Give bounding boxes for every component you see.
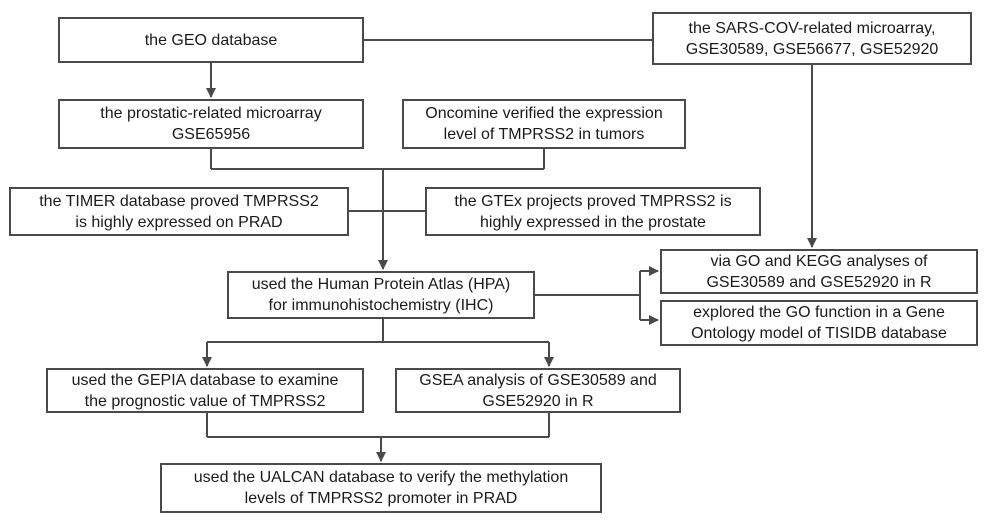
box-gtex-projects: the GTEx projects proved TMPRSS2 is high… [425, 187, 761, 236]
box-oncomine-line2: level of TMPRSS2 in tumors [443, 126, 645, 143]
box-hpa-line2: for immunohistochemistry (IHC) [268, 297, 494, 314]
box-prostatic-microarray: the prostatic-related microarray GSE6595… [58, 99, 364, 149]
box-tisidb-line2: Ontology model of TISIDB database [691, 325, 947, 342]
box-hpa-line1: used the Human Protein Atlas (HPA) [251, 276, 511, 293]
box-gepia-line2: the prognostic value of TMPRSS2 [84, 392, 326, 410]
box-sars-line1: the SARS-COV-related microarray, [688, 19, 936, 37]
box-gepia-line1: used the GEPIA database to examine [71, 371, 339, 389]
box-timer-line2: is highly expressed on PRAD [75, 213, 283, 231]
box-geo-line1: the GEO database [144, 31, 278, 49]
box-go-line2: GSE30589 and GSE52920 in R [706, 273, 932, 291]
box-gsea-line2: GSE52920 in R [482, 392, 594, 410]
box-gtex-line1: the GTEx projects proved TMPRSS2 is [454, 192, 732, 210]
box-sars-line2: GSE30589, GSE56677, GSE52920 [685, 40, 939, 58]
box-gtex-line2: highly expressed in the prostate [480, 213, 706, 231]
box-timer-line1: the TIMER database proved TMPRSS2 [39, 192, 319, 210]
box-timer-database: the TIMER database proved TMPRSS2 is hig… [9, 187, 349, 236]
box-prostatic-line1: the prostatic-related microarray [100, 105, 322, 122]
box-tisidb-line1: explored the GO function in a Gene [693, 304, 945, 321]
box-ualcan-database: used the UALCAN database to verify the m… [160, 463, 602, 513]
box-ualcan-line2: levels of TMPRSS2 promoter in PRAD [244, 490, 518, 507]
box-go-line1: via GO and KEGG analyses of [710, 252, 928, 270]
box-ualcan-line1: used the UALCAN database to verify the m… [193, 469, 569, 486]
box-human-protein-atlas: used the Human Protein Atlas (HPA) for i… [227, 271, 535, 319]
box-gepia-database: used the GEPIA database to examine the p… [46, 368, 364, 413]
box-prostatic-line2: GSE65956 [171, 126, 251, 143]
box-oncomine-line1: Oncomine verified the expression [425, 105, 663, 122]
box-sars-cov-microarray: the SARS-COV-related microarray, GSE3058… [652, 12, 972, 65]
box-go-kegg-analyses: via GO and KEGG analyses of GSE30589 and… [660, 249, 978, 294]
box-gsea-analysis: GSEA analysis of GSE30589 and GSE52920 i… [395, 368, 681, 413]
box-gsea-line1: GSEA analysis of GSE30589 and [419, 371, 657, 389]
box-tisidb-go-function: explored the GO function in a Gene Ontol… [660, 300, 978, 346]
box-geo-database: the GEO database [58, 17, 364, 63]
box-oncomine: Oncomine verified the expression level o… [402, 99, 686, 149]
